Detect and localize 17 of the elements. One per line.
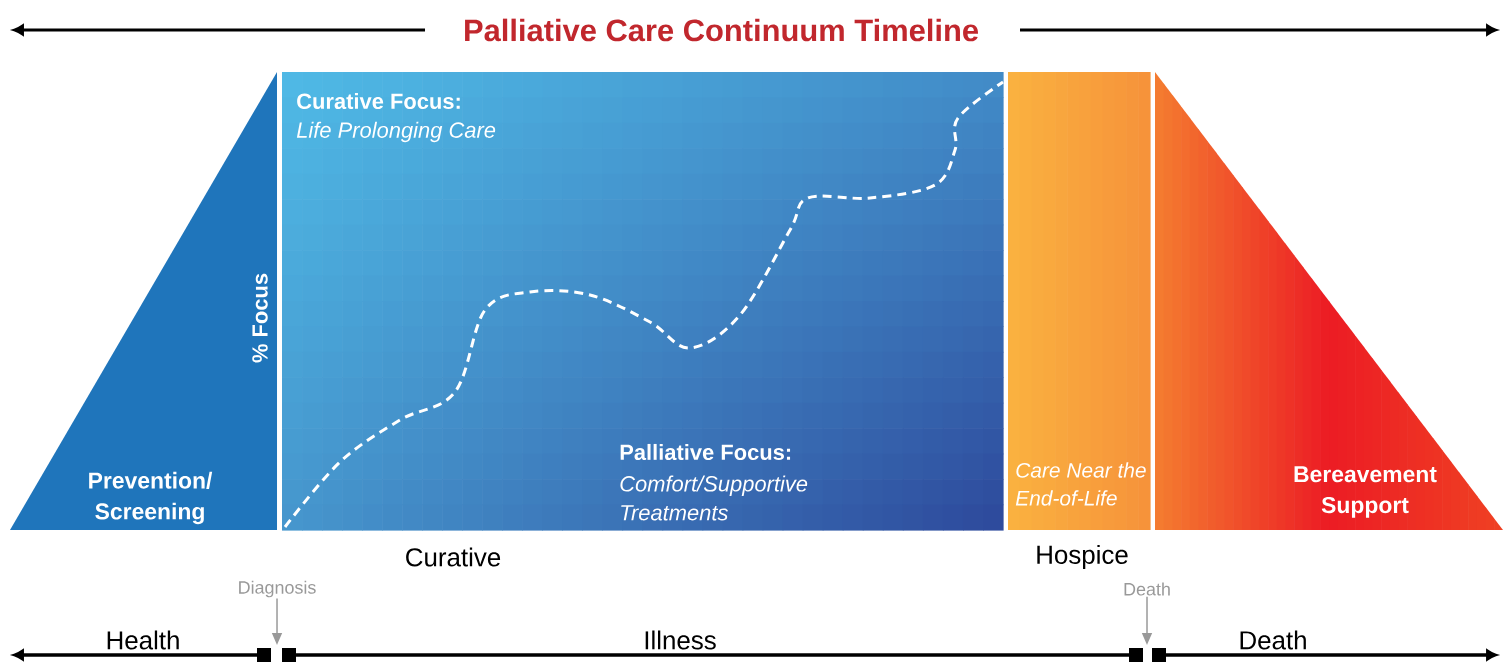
annotation-text: Diagnosis [239, 580, 316, 598]
node-label: Life Prolonging Care [296, 121, 496, 143]
label-text: Death [1240, 630, 1306, 650]
hospice-band: Care Near the End-of-Life [1008, 72, 1151, 530]
node-label: Comfort/Supportive Treatments [620, 475, 808, 521]
node-label: Palliative Focus: [620, 443, 791, 461]
label-text: Hospice [1037, 544, 1128, 570]
node-label: Bereavement Support [1294, 466, 1437, 518]
node-label: Care Near the End-of-Life [1015, 462, 1146, 506]
label-text: % Focus [252, 273, 268, 363]
gradient-panel: Curative Focus: Life Prolonging Care Palliative Focus: Comfort/Supportive Treatments [282, 72, 1004, 531]
triangle-band: Bereavement Support [1155, 72, 1503, 530]
title: Palliative Care Continuum Timeline [465, 18, 978, 42]
annotation-text: Death [1124, 582, 1170, 596]
label-text: Health [107, 630, 179, 650]
label-text: Illness [645, 630, 716, 650]
node-label: Curative Focus: [297, 92, 460, 110]
